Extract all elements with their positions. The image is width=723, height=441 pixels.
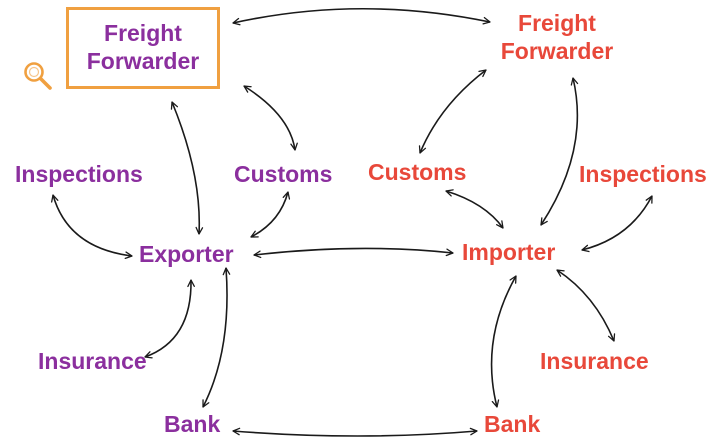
- arrow-bank-exp-to-bank-imp: [232, 427, 478, 437]
- arrow-importer-to-insurance-imp: [556, 269, 616, 342]
- arrow-exporter-to-insurance-exp: [144, 279, 195, 359]
- node-label-line-2: Forwarder: [500, 38, 614, 64]
- insurance-exporter-node: Insurance: [38, 348, 147, 374]
- exporter-node: Exporter: [139, 241, 234, 267]
- insurance-importer-node: Insurance: [540, 348, 649, 374]
- arrow-inspections-imp-to-importer: [581, 195, 653, 253]
- inspections-exporter-node: Inspections: [15, 161, 143, 187]
- arrow-inspections-exp-to-exporter: [51, 194, 133, 260]
- freight-forwarder-importer-node: Freight Forwarder: [490, 9, 624, 65]
- customs-exporter-node: Customs: [234, 161, 333, 187]
- importer-node: Importer: [462, 239, 556, 265]
- bank-importer-node: Bank: [484, 411, 541, 437]
- customs-importer-node: Customs: [368, 159, 467, 185]
- magnifier-icon: [24, 62, 52, 90]
- freight-forwarder-highlight-box: [66, 7, 220, 89]
- bank-exporter-node: Bank: [164, 411, 221, 437]
- arrow-exporter-to-importer: [253, 247, 454, 259]
- arrow-exporter-to-bank-exp: [202, 267, 231, 408]
- node-label-line-1: Freight: [104, 20, 182, 46]
- arrow-ff-imp-to-importer: [540, 77, 579, 226]
- arrow-ff-imp-to-customs-imp: [418, 69, 487, 154]
- arrow-importer-to-bank-imp: [490, 275, 517, 408]
- arrow-customs-imp-to-importer: [445, 189, 504, 229]
- arrow-ff-exp-to-customs-exp: [243, 85, 298, 151]
- node-label-line-1: Freight: [518, 10, 596, 36]
- arrow-ff-exp-to-ff-imp: [232, 7, 491, 26]
- freight-forwarder-exporter-node: Freight Forwarder: [66, 19, 220, 75]
- inspections-importer-node: Inspections: [579, 161, 707, 187]
- arrow-ff-exp-to-exporter: [170, 101, 204, 235]
- node-label-line-2: Forwarder: [86, 48, 200, 74]
- arrow-customs-exp-to-exporter: [250, 191, 291, 238]
